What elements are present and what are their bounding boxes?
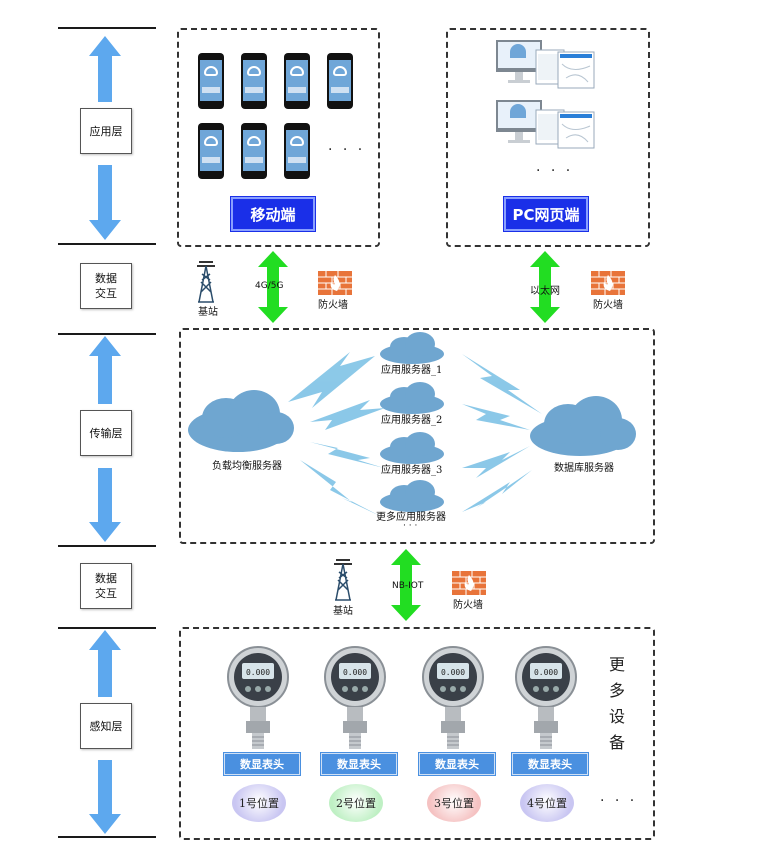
firewall-icon (452, 571, 486, 595)
mobile-network-label: 4G/5G (255, 281, 284, 291)
pressure-gauge-icon: 0.000 (421, 645, 485, 755)
link-bolt (288, 352, 375, 408)
layer-divider (58, 333, 156, 335)
pressure-gauge-icon: 0.000 (323, 645, 387, 755)
app-server-2-label: 应用服务器_2 (381, 415, 443, 426)
up-arrow-icon (89, 336, 121, 404)
cloud-icon (380, 332, 444, 364)
layer-divider (58, 627, 156, 629)
base-station-label: 基站 (333, 606, 353, 617)
pc-web-panel (446, 28, 650, 247)
position-bubble: 1号位置 (232, 784, 286, 822)
more-devices-char: 多 (608, 681, 625, 700)
layer-divider (58, 545, 156, 547)
load-balancer-label: 负载均衡服务器 (212, 461, 282, 472)
down-arrow-icon (89, 468, 121, 542)
pc-link-arrow (530, 251, 560, 323)
link-bolt (462, 470, 532, 512)
mobile-client-panel (177, 28, 380, 247)
firewall-label: 防火墙 (453, 600, 483, 611)
monitor-icon (496, 40, 595, 89)
pc-web-label: PC网页端 (504, 197, 588, 231)
database-server-label: 数据库服务器 (554, 463, 614, 474)
cloud-icon (380, 480, 444, 512)
more-servers-ellipsis: · · · (403, 521, 418, 531)
svg-text:0.000: 0.000 (246, 668, 270, 677)
position-bubble: 3号位置 (427, 784, 481, 822)
svg-text:0.000: 0.000 (534, 668, 558, 677)
layer-label-transport: 传输层 (80, 410, 132, 456)
nbiot-label: NB-IOT (392, 581, 424, 591)
perception-panel (179, 627, 655, 840)
ethernet-label: 以太网 (530, 286, 560, 297)
display-head-tag: 数显表头 (321, 753, 397, 775)
phone-icon (327, 53, 353, 109)
more-devices-char: 设 (608, 707, 625, 726)
layer-label-interaction-bottom: 数据 交互 (80, 563, 132, 609)
phone-icon (241, 53, 267, 109)
phone-icon (198, 123, 224, 179)
position-bubble: 4号位置 (520, 784, 574, 822)
down-arrow-icon (89, 165, 121, 240)
cloud-icon (380, 382, 444, 414)
more-devices-char: 备 (608, 733, 625, 752)
phone-icon (284, 53, 310, 109)
display-head-tag: 数显表头 (419, 753, 495, 775)
cloud-icon (188, 390, 294, 452)
layer-divider (58, 27, 156, 29)
cloud-icon (530, 396, 636, 456)
base-station-icon (197, 261, 215, 303)
link-bolt (300, 460, 380, 516)
server-network-diagram (188, 332, 636, 516)
layer-label-perception: 感知层 (80, 703, 132, 749)
phone-icon (241, 123, 267, 179)
firewall-icon (591, 271, 625, 295)
base-station-icon (334, 559, 352, 601)
phone-icon (284, 123, 310, 179)
layer-label-interaction-top: 数据 交互 (80, 263, 132, 309)
position-bubble: 2号位置 (329, 784, 383, 822)
pressure-gauge-icon: 0.000 (226, 645, 290, 755)
layer-divider (58, 243, 156, 245)
more-pcs-ellipsis: · · · (536, 163, 574, 179)
app-server-1-label: 应用服务器_1 (381, 365, 443, 376)
transport-panel (179, 328, 655, 544)
link-bolt (462, 446, 530, 478)
link-bolt (462, 404, 530, 430)
display-head-tag: 数显表头 (512, 753, 588, 775)
layer-arrows (89, 36, 121, 834)
layer-label-application: 应用层 (80, 108, 132, 154)
app-server-3-label: 应用服务器_3 (381, 465, 443, 476)
firewall-label: 防火墙 (318, 300, 348, 311)
svg-text:0.000: 0.000 (343, 668, 367, 677)
link-bolt (310, 400, 385, 430)
monitor-icon (496, 100, 595, 149)
more-devices-ellipsis: · · · (600, 793, 638, 809)
base-station-label: 基站 (198, 307, 218, 318)
link-bolt (462, 354, 542, 414)
up-arrow-icon (89, 630, 121, 697)
up-arrow-icon (89, 36, 121, 102)
display-head-tag: 数显表头 (224, 753, 300, 775)
more-servers-label: 更多应用服务器 (376, 512, 446, 523)
more-devices-char: 更 (608, 655, 625, 674)
layer-divider (58, 836, 156, 838)
svg-text:0.000: 0.000 (441, 668, 465, 677)
phone-icon (198, 53, 224, 109)
firewall-label: 防火墙 (593, 300, 623, 311)
more-phones-ellipsis: · · · (328, 142, 366, 158)
pressure-gauge-icon: 0.000 (514, 645, 578, 755)
cloud-icon (380, 432, 444, 464)
mobile-client-label: 移动端 (231, 197, 315, 231)
mobile-link-arrow (258, 251, 288, 323)
nbiot-link-arrow (391, 549, 421, 621)
firewall-icon (318, 271, 352, 295)
link-bolt (310, 442, 384, 468)
down-arrow-icon (89, 760, 121, 834)
